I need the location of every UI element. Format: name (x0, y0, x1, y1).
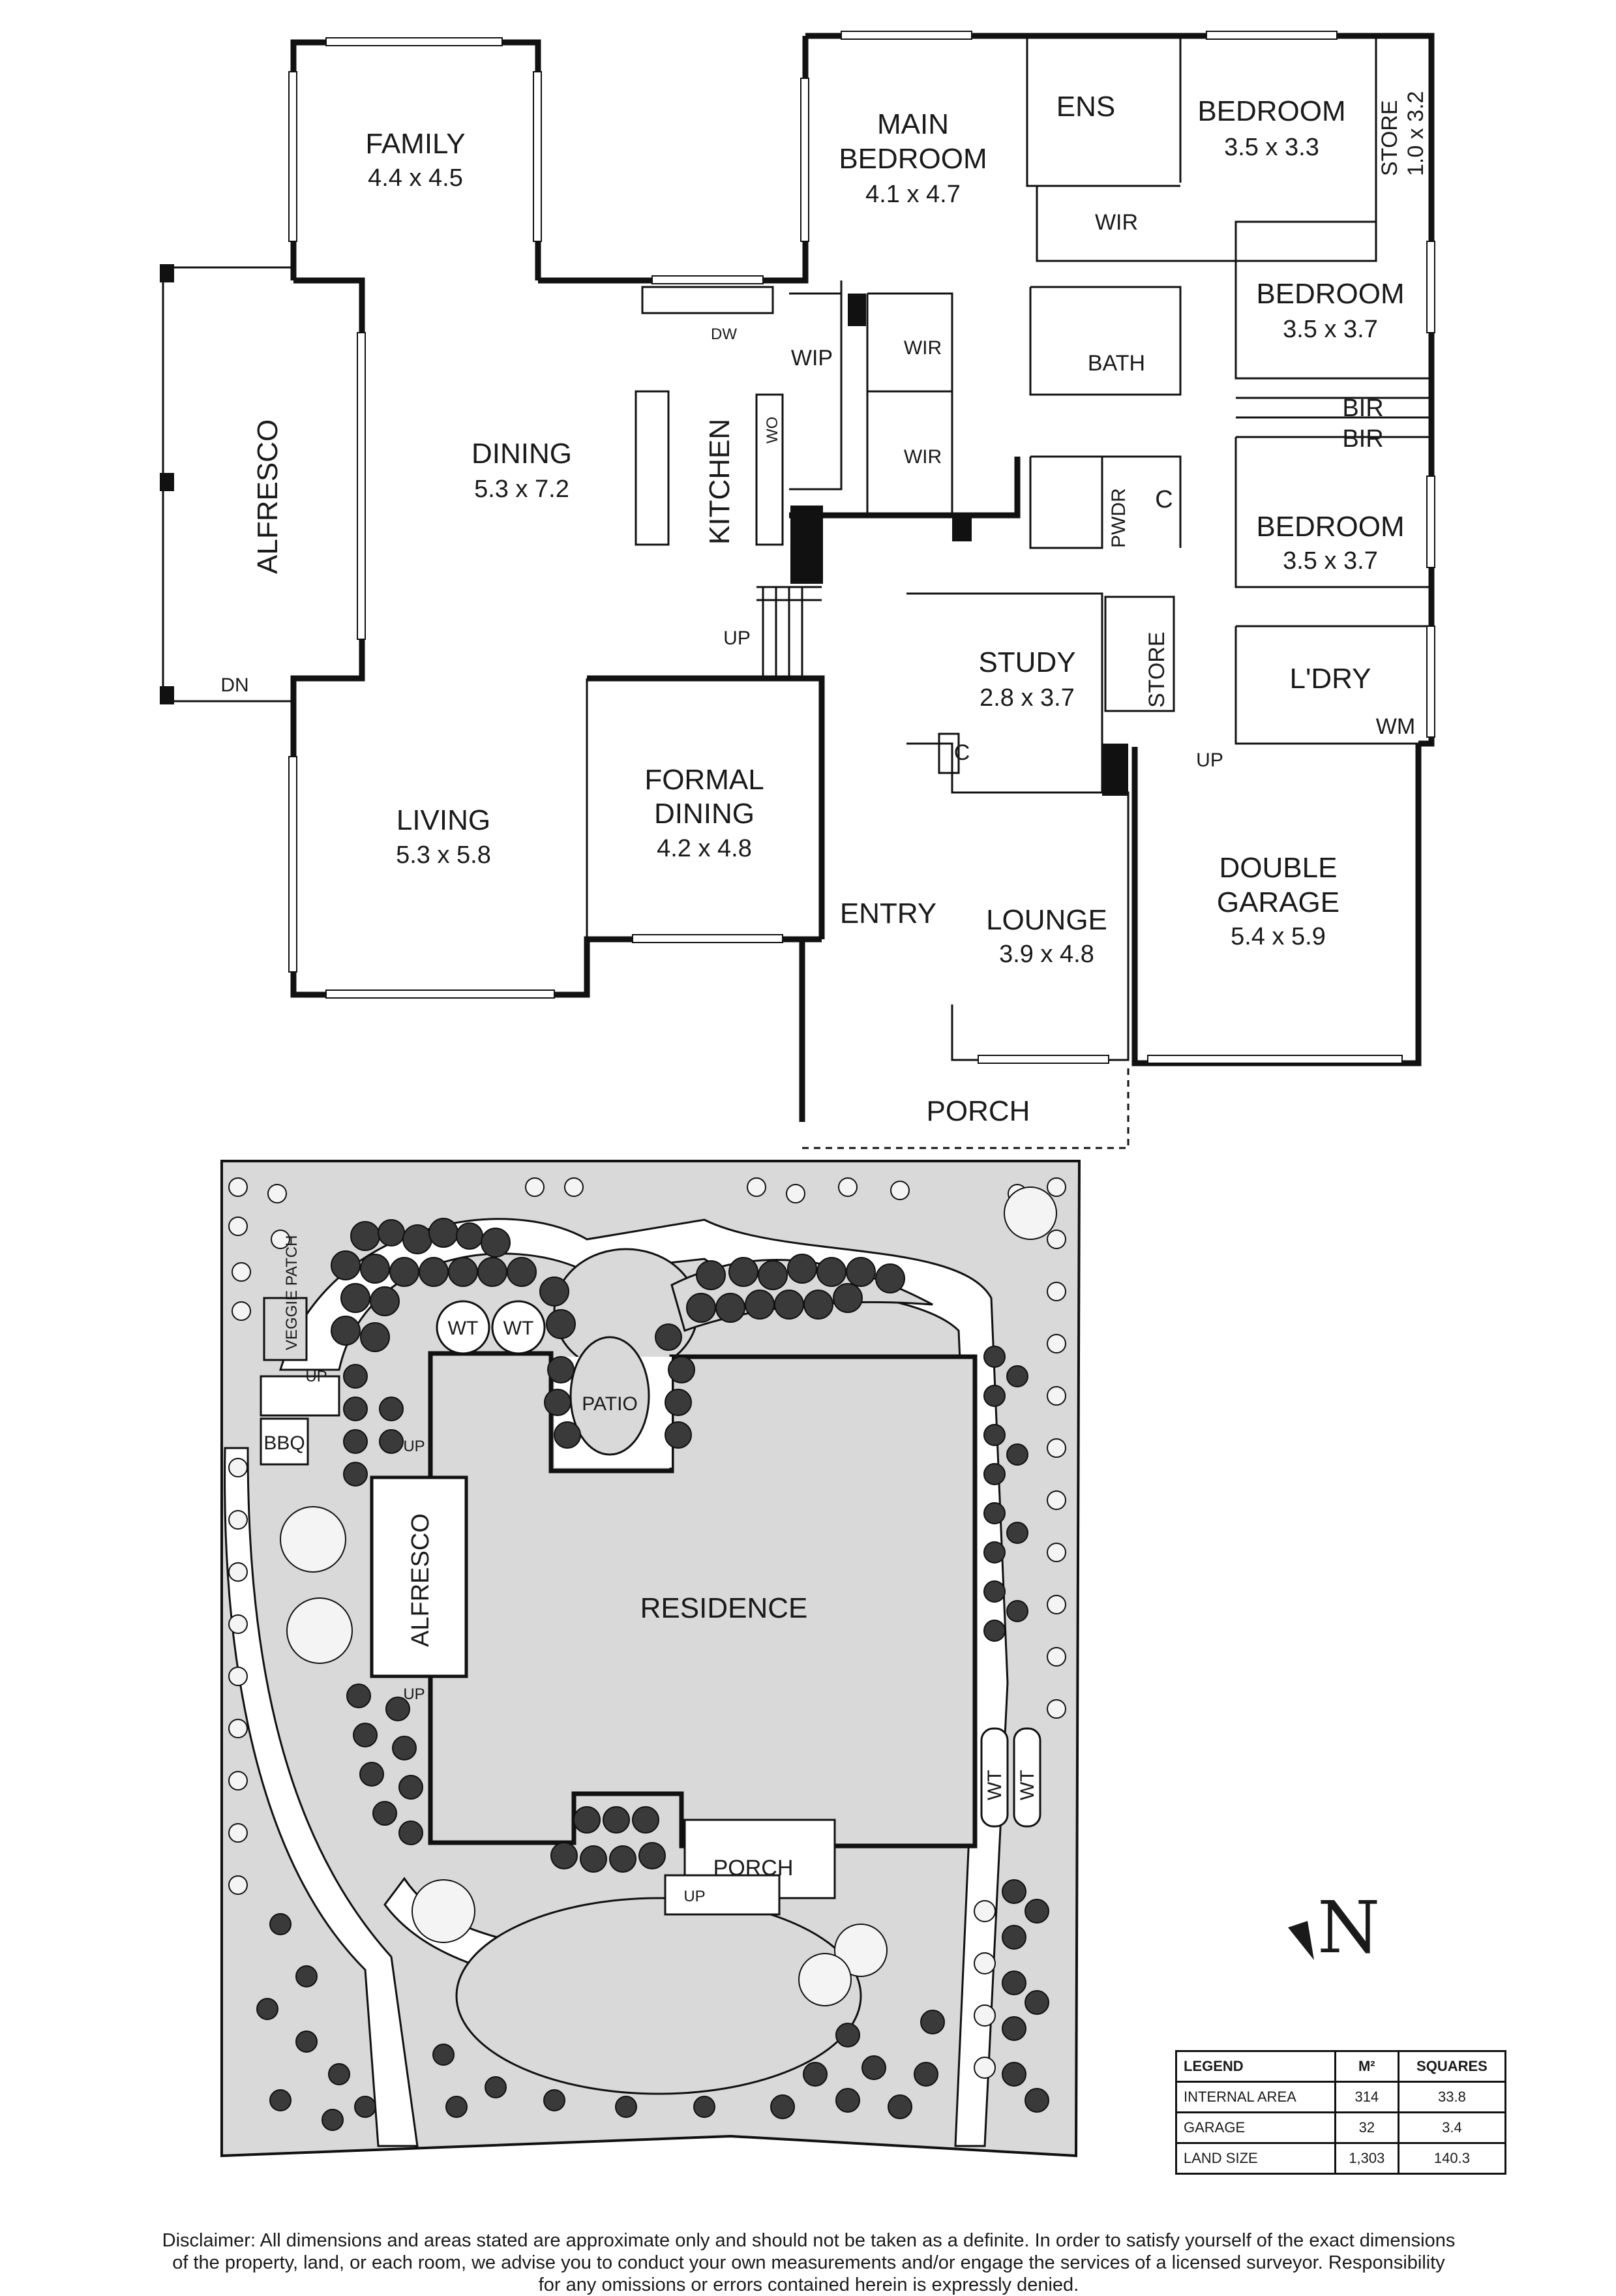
main-bedroom-label-2: BEDROOM (839, 143, 987, 175)
site-trees (228, 1177, 1066, 2131)
up-label-3: UP (403, 1685, 425, 1703)
garage-label-1: DOUBLE (1219, 852, 1338, 884)
veggie-patch-label: VEGGIE PATCH (283, 1235, 301, 1350)
site-alfresco-label: ALFRESCO (407, 1513, 434, 1647)
up-label-4: UP (683, 1888, 705, 1905)
legend-row-m2: 32 (1334, 2111, 1399, 2144)
legend-row: INTERNAL AREA 314 33.8 (1175, 2081, 1507, 2113)
legend-header-m2: M² (1334, 2050, 1399, 2083)
wir-b-label: WIR (904, 446, 942, 468)
patio-label: PATIO (582, 1393, 638, 1415)
site-plan: VEGGIE PATCH WT WT WT WT PATIO BBQ UP UP… (220, 1160, 1081, 2158)
porch-label: PORCH (927, 1095, 1030, 1127)
wt-label-3: WT (984, 1770, 1006, 1800)
residence-label: RESIDENCE (640, 1592, 808, 1624)
family-dim: 4.4 x 4.5 (368, 164, 463, 192)
study-label: STUDY (978, 646, 1075, 678)
family-label: FAMILY (365, 128, 465, 160)
bedroom2-dim: 3.5 x 3.7 (1283, 316, 1378, 343)
site-porch-label: PORCH (713, 1856, 794, 1881)
north-arrow: N (1288, 1888, 1380, 1969)
study-dim: 2.8 x 3.7 (980, 684, 1075, 712)
bedroom1-dim: 3.5 x 3.3 (1224, 134, 1319, 161)
kitchen-label: KITCHEN (704, 419, 736, 545)
main-bedroom-label-1: MAIN (877, 108, 949, 140)
up-kitchen-label: UP (723, 627, 751, 649)
formal-dining-label-2: DINING (654, 798, 755, 830)
bir1-label: BIR (1342, 395, 1383, 422)
residence-footprint (428, 1351, 978, 1849)
legend-header-label: LEGEND (1175, 2050, 1336, 2083)
disclaimer-line: for any omissions or errors contained he… (538, 2274, 1079, 2295)
bedroom3-label: BEDROOM (1256, 511, 1404, 543)
up-label-2: UP (403, 1438, 425, 1455)
legend-row: GARAGE 32 3.4 (1175, 2111, 1507, 2144)
garage-label-2: GARAGE (1217, 886, 1339, 918)
up-label-1: UP (305, 1368, 327, 1385)
store-top-dim: 1.0 x 3.2 (1403, 91, 1428, 176)
wip-label: WIP (791, 346, 833, 370)
legend-table: LEGEND M² SQUARES INTERNAL AREA 314 33.8… (1175, 2050, 1507, 2175)
living-dim: 5.3 x 5.8 (396, 841, 491, 869)
entry-label: ENTRY (840, 898, 936, 929)
dining-label: DINING (471, 438, 572, 470)
ens-label: ENS (1056, 91, 1115, 123)
formal-dining-dim: 4.2 x 4.8 (657, 835, 752, 862)
store-mid-label: STORE (1145, 631, 1169, 708)
legend-row-m2: 1,303 (1334, 2142, 1399, 2175)
living-label: LIVING (397, 804, 490, 836)
legend-header-row: LEGEND M² SQUARES (1175, 2050, 1507, 2083)
lounge-dim: 3.9 x 4.8 (999, 941, 1094, 968)
main-bedroom-dim: 4.1 x 4.7 (865, 181, 961, 208)
pwdr-label: PWDR (1108, 488, 1130, 548)
bbq-label: BBQ (263, 1432, 305, 1454)
dn-alfresco-label: DN (220, 674, 248, 696)
wt-label-1: WT (448, 1318, 479, 1339)
wm-label: WM (1376, 714, 1415, 739)
legend-row-m2: 314 (1334, 2081, 1399, 2113)
legend-row-squares: 140.3 (1397, 2142, 1507, 2175)
legend-row-label: INTERNAL AREA (1175, 2081, 1336, 2113)
north-arrow-icon (1288, 1921, 1314, 1960)
bedroom1-label: BEDROOM (1197, 95, 1345, 127)
legend-row-squares: 3.4 (1397, 2111, 1507, 2144)
floor-plan-walls (160, 33, 1435, 1149)
alfresco-label: ALFRESCO (252, 419, 284, 574)
legend-row-squares: 33.8 (1397, 2081, 1507, 2113)
ldry-label: L'DRY (1290, 663, 1371, 695)
lounge-label: LOUNGE (986, 904, 1107, 936)
store-top-label: STORE (1377, 100, 1402, 176)
wir-main-label: WIR (1095, 210, 1138, 235)
wo-label: WO (764, 417, 781, 444)
legend-row-label: LAND SIZE (1175, 2142, 1336, 2175)
dw-label: DW (711, 325, 737, 343)
bedroom2-label: BEDROOM (1256, 278, 1404, 310)
wir-a-label: WIR (904, 337, 942, 359)
c-study-label: C (954, 740, 970, 765)
dining-dim: 5.3 x 7.2 (474, 476, 569, 503)
disclaimer-line: of the property, land, or each room, we … (172, 2252, 1445, 2273)
bir2-label: BIR (1342, 425, 1383, 453)
bath-label: BATH (1088, 351, 1145, 376)
formal-dining-label-1: FORMAL (644, 764, 764, 796)
garage-dim: 5.4 x 5.9 (1231, 923, 1326, 950)
north-label: N (1317, 1888, 1380, 1969)
legend-row: LAND SIZE 1,303 140.3 (1175, 2142, 1507, 2175)
bedroom3-dim: 3.5 x 3.7 (1283, 547, 1378, 575)
disclaimer-line: Disclaimer: All dimensions and areas sta… (162, 2230, 1456, 2251)
window-marks (288, 31, 1435, 1064)
disclaimer: Disclaimer: All dimensions and areas sta… (59, 2229, 1559, 2296)
up-garage-label: UP (1196, 749, 1223, 771)
wt-label-4: WT (1017, 1770, 1038, 1800)
c-pwdr-label: C (1155, 486, 1173, 513)
legend-header-squares: SQUARES (1397, 2050, 1507, 2083)
wt-label-2: WT (503, 1318, 534, 1339)
legend-row-label: GARAGE (1175, 2111, 1336, 2144)
